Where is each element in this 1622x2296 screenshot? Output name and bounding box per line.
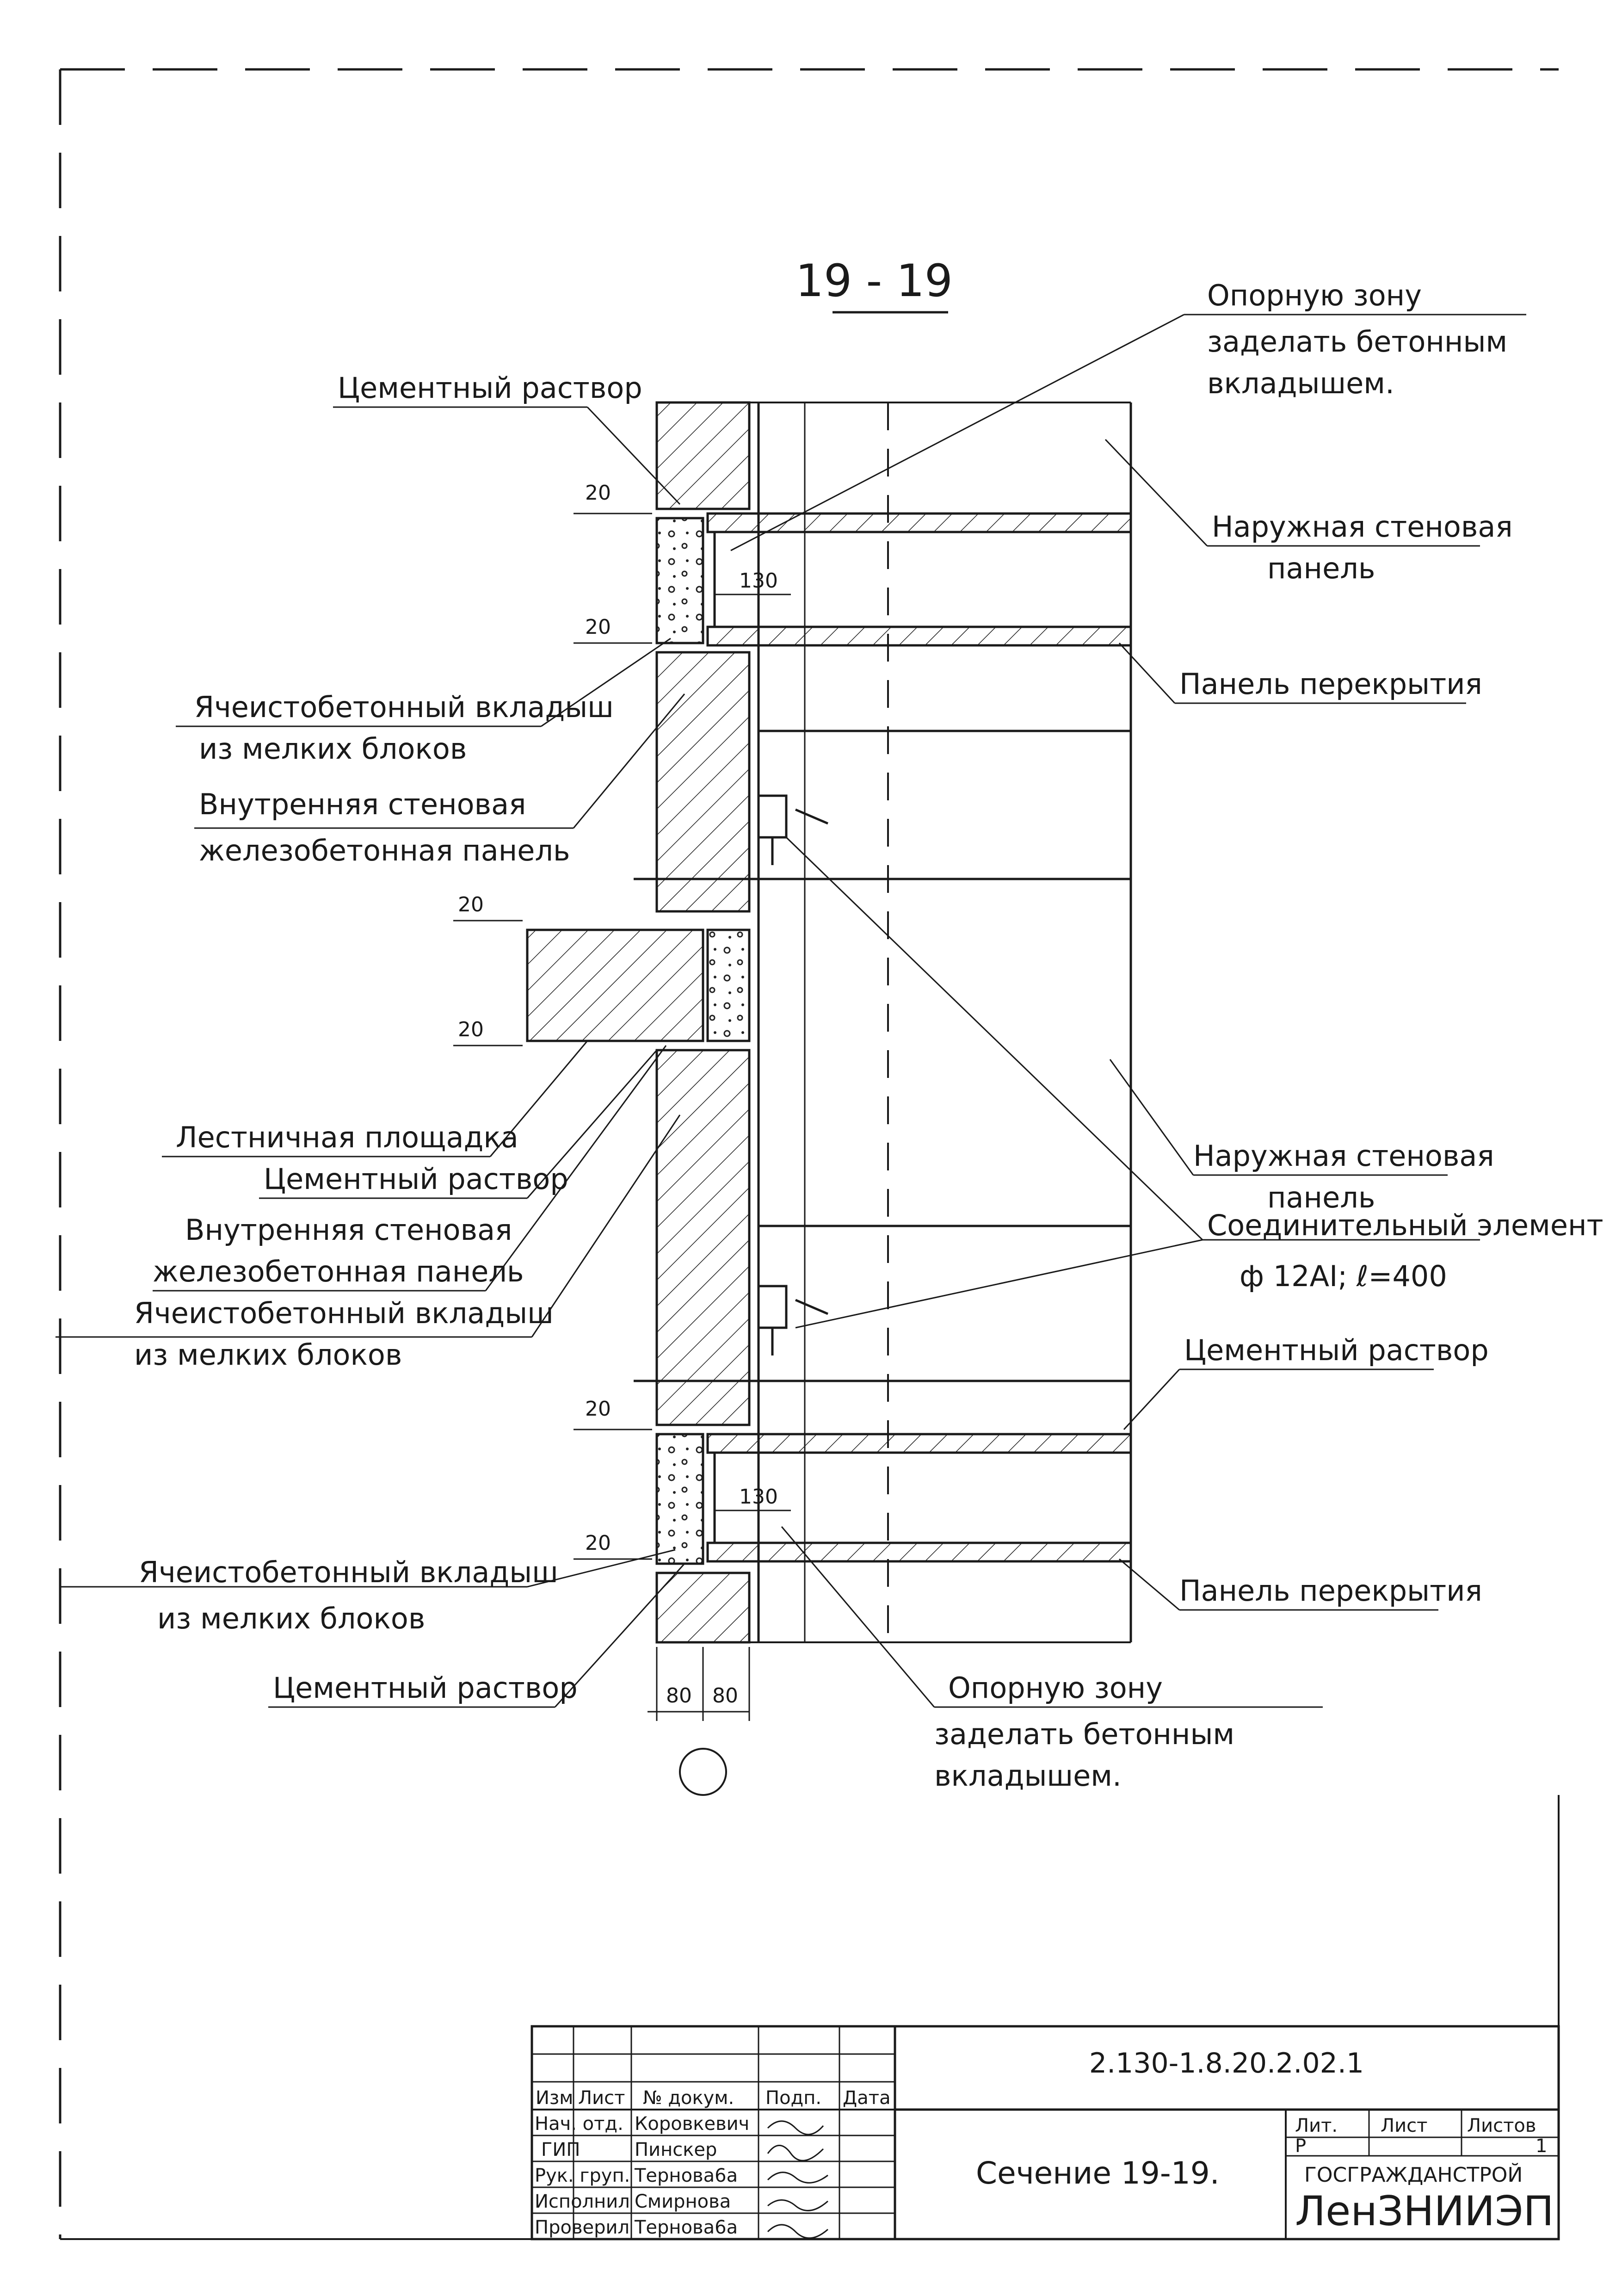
- label-connector: Соединительный элемент: [1207, 1208, 1603, 1242]
- signature-mark: [767, 2120, 824, 2135]
- inner-panel-segment: [655, 1572, 751, 1644]
- svg-text:Дата: Дата: [843, 2087, 891, 2109]
- label-cellular-insert: Ячеистобетонный вкладыш: [139, 1555, 558, 1589]
- svg-text:Подп.: Подп.: [765, 2087, 821, 2109]
- svg-text:1: 1: [1536, 2135, 1547, 2157]
- floor-slab-top-edge: [706, 512, 1132, 533]
- label-cement-bottom: Цементный раствор: [273, 1671, 578, 1705]
- svg-text:ГИП: ГИП: [541, 2139, 580, 2160]
- label-outer-panel: панель: [1267, 551, 1375, 585]
- doc-code: 2.130-1.8.20.2.02.1: [1089, 2047, 1364, 2079]
- signature-mark: [767, 2145, 824, 2161]
- svg-text:20: 20: [585, 481, 611, 505]
- label-inner-panel: железобетонная панель: [153, 1255, 524, 1288]
- leader-lines: [56, 314, 1526, 1708]
- label-outer-panel: панель: [1267, 1181, 1375, 1214]
- label-cellular-insert: Ячеистобетонный вкладыш: [134, 1296, 554, 1330]
- svg-text:Тернова6а: Тернова6а: [634, 2165, 738, 2186]
- svg-text:Тернова6а: Тернова6а: [634, 2217, 738, 2238]
- cellular-insert: [655, 517, 704, 644]
- label-support-zone-top: Опорную зону: [1207, 278, 1422, 312]
- label-inner-panel: железобетонная панель: [199, 834, 570, 867]
- signature-mark: [767, 2224, 828, 2239]
- label-support-zone-top: заделать бетонным: [1207, 325, 1507, 359]
- label-support-zone-top: вкладышем.: [1207, 366, 1394, 400]
- callout-labels: Опорную зону заделать бетонным вкладышем…: [134, 278, 1603, 1793]
- svg-text:Лит.: Лит.: [1295, 2115, 1338, 2136]
- label-floor-panel: Панель перекрытия: [1179, 1574, 1482, 1608]
- svg-text:Листов: Листов: [1467, 2115, 1536, 2136]
- svg-text:Рук. груп.: Рук. груп.: [535, 2165, 630, 2186]
- svg-text:20: 20: [585, 615, 611, 639]
- label-inner-panel: Внутренняя стеновая: [199, 787, 526, 821]
- label-connector: ф 12АI; ℓ=400: [1240, 1259, 1447, 1293]
- label-floor-panel: Панель перекрытия: [1179, 667, 1482, 701]
- label-support-zone-bottom: заделать бетонным: [934, 1717, 1234, 1751]
- inner-panel-segment: [655, 401, 751, 510]
- cellular-insert: [706, 928, 751, 1042]
- svg-text:Лист: Лист: [578, 2087, 625, 2109]
- axis-marker-circle: [679, 1748, 727, 1796]
- org-name: ГОСГРАЖДАНСТРОЙ: [1304, 2162, 1523, 2187]
- label-inner-panel: Внутренняя стеновая: [185, 1213, 512, 1247]
- svg-text:130: 130: [739, 1485, 778, 1509]
- svg-text:80: 80: [712, 1684, 738, 1708]
- svg-text:80: 80: [666, 1684, 692, 1708]
- svg-text:№ докум.: № докум.: [643, 2087, 734, 2109]
- label-outer-panel: Наружная стеновая: [1193, 1139, 1494, 1173]
- svg-text:Исполнил: Исполнил: [535, 2191, 630, 2212]
- svg-text:Проверил: Проверил: [535, 2217, 629, 2238]
- svg-text:Смирнова: Смирнова: [635, 2191, 731, 2212]
- svg-text:130: 130: [739, 569, 778, 593]
- floor-slab-bottom-edge: [706, 625, 1132, 647]
- org-logo-text: ЛенЗНИИЭП: [1295, 2187, 1554, 2235]
- svg-text:Пинскер: Пинскер: [635, 2139, 717, 2160]
- label-cellular-insert: из мелких блоков: [134, 1338, 402, 1372]
- label-cement-top: Цементный раствор: [338, 371, 642, 405]
- label-cellular-insert: из мелких блоков: [157, 1602, 425, 1635]
- inner-panel-segment: [655, 1049, 751, 1426]
- svg-text:20: 20: [458, 1018, 484, 1041]
- svg-text:20: 20: [458, 893, 484, 916]
- title-block: Изм Лист № докум. Подп. Дата Нач. отд. К…: [530, 2025, 1560, 2240]
- svg-text:Нач. отд.: Нач. отд.: [535, 2113, 623, 2135]
- wall-section: [526, 401, 1132, 1644]
- section-title: 19 - 19: [796, 255, 953, 314]
- connector-element: [757, 1285, 828, 1355]
- section-title-text: 19 - 19: [796, 255, 953, 307]
- floor-slab-top-edge: [706, 1433, 1132, 1454]
- svg-text:20: 20: [585, 1531, 611, 1555]
- label-support-zone-bottom: вкладышем.: [934, 1759, 1122, 1793]
- svg-text:Р: Р: [1295, 2135, 1306, 2157]
- stair-landing: [526, 928, 704, 1042]
- label-stair-landing: Лестничная площадка: [176, 1120, 518, 1154]
- sheet-title: Сечение 19-19.: [976, 2155, 1220, 2191]
- svg-text:Изм: Изм: [536, 2087, 573, 2109]
- connector-element: [757, 794, 828, 865]
- label-cellular-insert: Ячеистобетонный вкладыш: [194, 690, 614, 724]
- svg-text:20: 20: [585, 1397, 611, 1421]
- cellular-insert: [655, 1433, 704, 1565]
- svg-text:Коровкевич: Коровкевич: [635, 2113, 749, 2135]
- signature-mark: [767, 2199, 828, 2211]
- signature-mark: [767, 2172, 828, 2184]
- label-cement-right: Цементный раствор: [1184, 1333, 1489, 1367]
- label-cellular-insert: из мелких блоков: [199, 732, 467, 766]
- label-outer-panel: Наружная стеновая: [1212, 510, 1513, 544]
- svg-text:Лист: Лист: [1381, 2115, 1427, 2136]
- inner-panel-segment: [655, 651, 751, 913]
- label-support-zone-bottom: Опорную зону: [948, 1671, 1163, 1705]
- label-cement-mid: Цементный раствор: [264, 1162, 568, 1196]
- floor-slab-bottom-edge: [706, 1541, 1132, 1563]
